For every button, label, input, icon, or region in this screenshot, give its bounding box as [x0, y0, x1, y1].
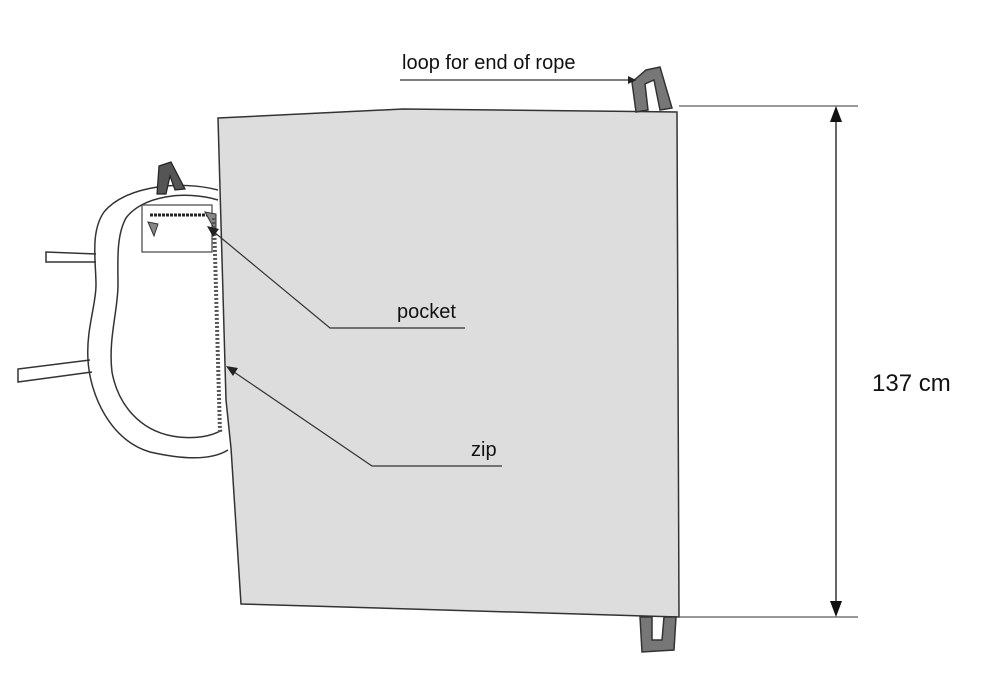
zip-leader	[226, 366, 502, 467]
carry-handle	[156, 161, 186, 195]
pocket-flap-left	[147, 221, 159, 238]
loop-top	[631, 66, 673, 113]
shoulder-strap-upper	[45, 251, 97, 263]
height-dimension	[679, 105, 858, 618]
pocket-leader	[207, 226, 465, 329]
dimension-arrow-top	[830, 106, 842, 122]
zip-line	[212, 217, 222, 433]
height-label: 137 cm	[872, 370, 951, 397]
pocket-label: pocket	[397, 301, 456, 323]
loop-leader	[400, 76, 636, 84]
loop-label: loop for end of rope	[402, 52, 575, 74]
panel	[217, 108, 680, 618]
backpack	[17, 161, 229, 459]
dimension-arrow-bottom	[830, 601, 842, 617]
loop-bottom	[639, 616, 677, 653]
backpack-outer-outline	[86, 184, 229, 459]
backpack-inner-outline	[110, 194, 223, 439]
pocket-shape	[141, 204, 217, 253]
shoulder-strap-lower	[17, 359, 93, 383]
zip-label: zip	[471, 439, 497, 461]
